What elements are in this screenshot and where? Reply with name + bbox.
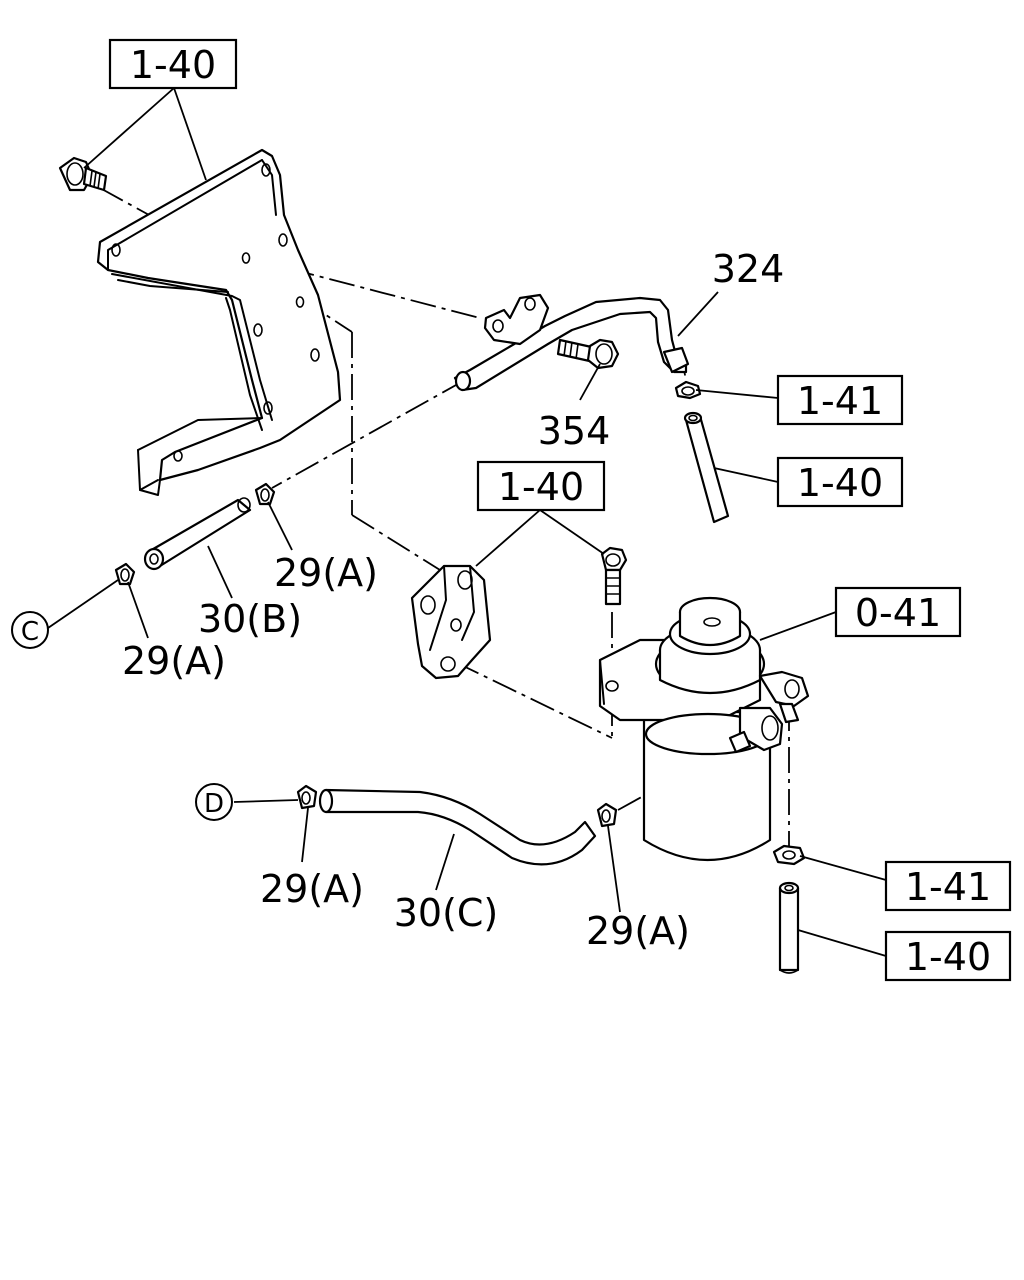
ref-box-140-mid: 1-40 [476,460,606,512]
bolt-top-left [58,156,108,192]
clip-29a-lower-right [596,802,618,828]
hose-lower-right [778,881,800,974]
connector-c-label: C [21,617,39,647]
mounting-bracket-mid [410,564,492,680]
part-label-29a-upper: 29(A) [274,551,378,595]
bolt-354 [556,338,620,370]
ref-box-141-lower: 1-41 [884,860,1012,912]
clip-lower-right [772,844,806,866]
ref-label-141-upper: 1-41 [797,379,883,423]
ref-box-041: 0-41 [834,586,962,638]
fuel-pipe-324 [453,293,690,392]
fuel-filter-assembly [598,596,810,862]
ref-label-140-hose-upper: 1-40 [797,461,883,505]
ref-label-140-mid: 1-40 [498,465,584,509]
part-label-29a-lower-right: 29(A) [586,909,690,953]
part-label-29a-lower-left: 29(A) [260,867,364,911]
part-label-29a-left: 29(A) [122,639,226,683]
part-label-324: 324 [712,247,785,291]
connector-d: D [195,783,233,821]
leader-lines [47,87,887,957]
part-label-30b: 30(B) [198,597,302,641]
ref-box-top: 1-40 [108,38,238,90]
hose-upper-right [683,411,730,524]
part-label-354: 354 [538,409,611,453]
ref-box-140-lower: 1-40 [884,930,1012,982]
clip-29a-lower-left [296,784,318,810]
clip-29a-left [114,562,136,586]
ref-label-top: 1-40 [130,43,216,87]
ref-label-141-lower: 1-41 [905,865,991,909]
ref-label-140-lower: 1-40 [905,935,991,979]
hose-30b [143,497,252,571]
connector-d-label: D [204,789,224,819]
clip-upper-right [674,380,702,400]
part-label-30c: 30(C) [394,891,499,935]
clip-29a-upper [254,482,276,506]
ref-label-041: 0-41 [855,591,941,635]
hose-30c [318,788,597,866]
bolt-filter-mount [600,546,628,606]
mounting-bracket-top [96,148,342,496]
ref-box-141-upper: 1-41 [776,374,904,426]
connector-c: C [11,611,49,649]
ref-box-140-hose-upper: 1-40 [776,456,904,508]
